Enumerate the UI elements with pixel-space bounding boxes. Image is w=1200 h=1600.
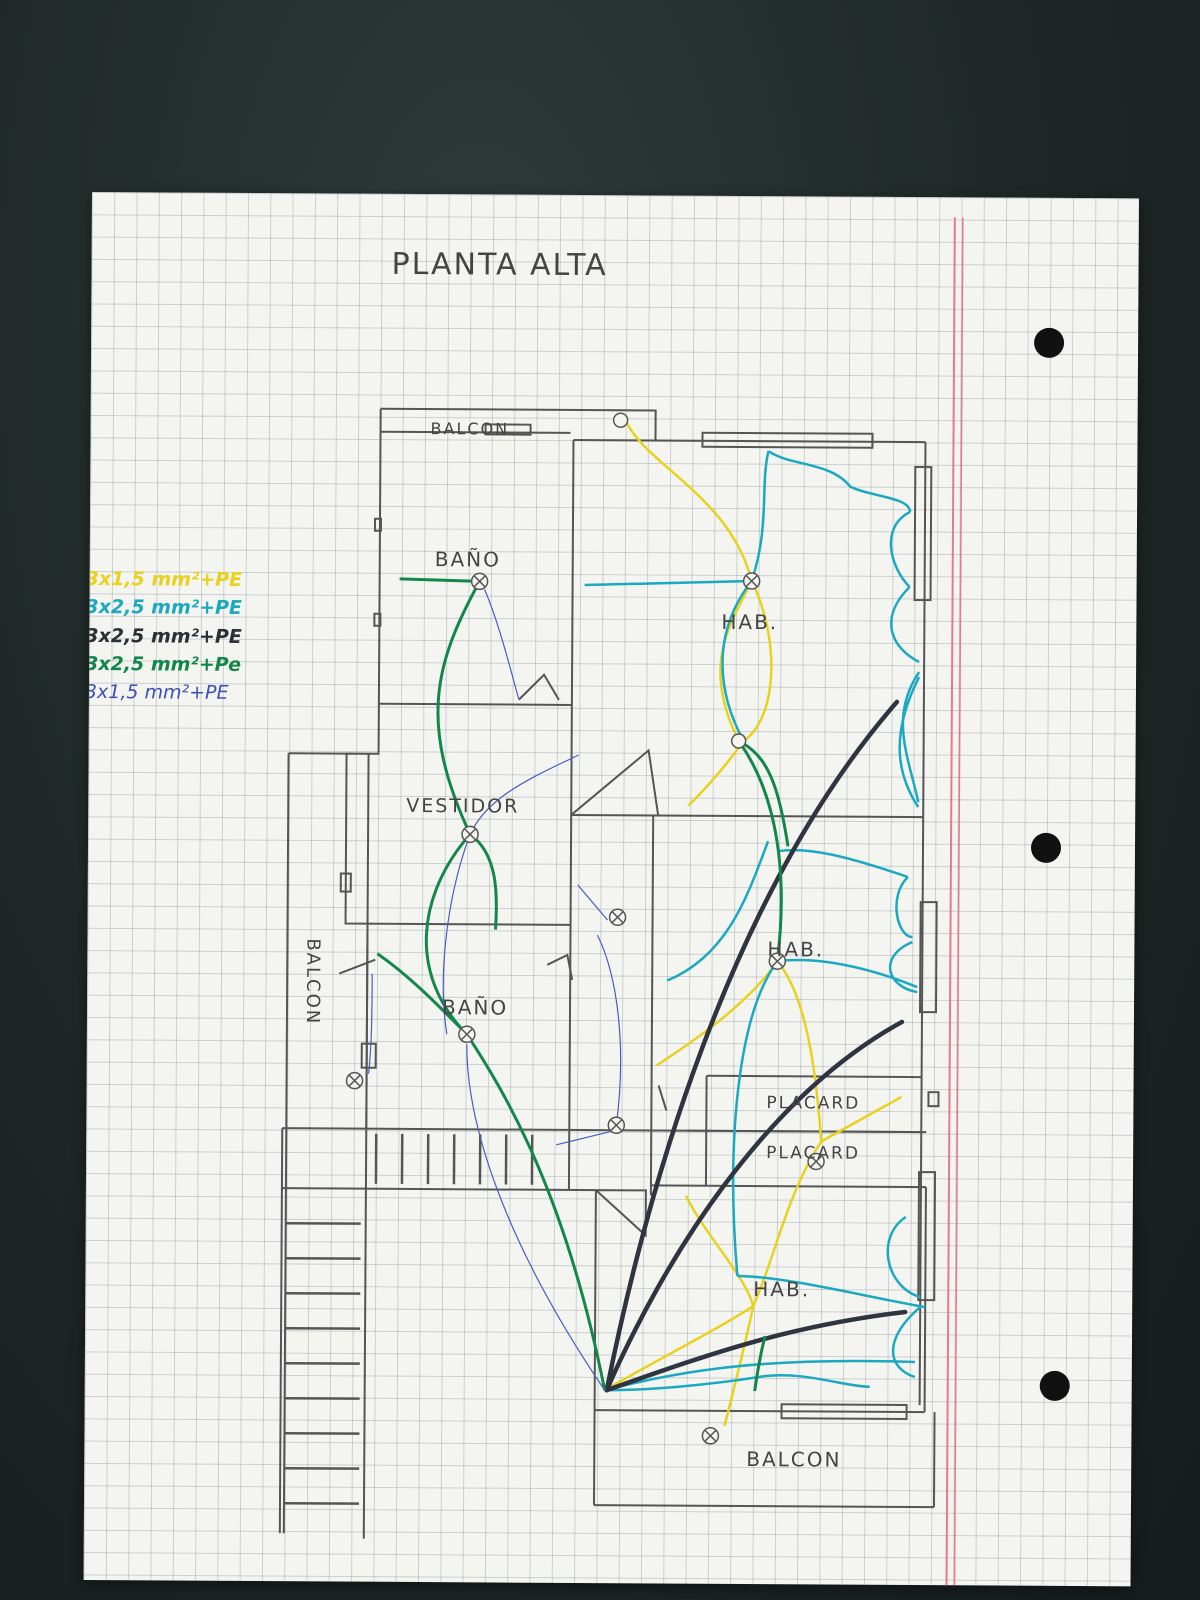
walls <box>278 407 940 1539</box>
circle-cross-icon <box>470 572 489 591</box>
room-label-vestidor: VESTIDOR <box>406 795 519 818</box>
wiring-green <box>376 577 790 1392</box>
hole-icon <box>1034 327 1065 358</box>
circle-cross-icon <box>461 825 479 844</box>
room-label-balcon-bottom: BALCON <box>746 1447 841 1472</box>
hole-icon <box>1039 1370 1070 1401</box>
circle-cross-icon <box>607 1116 626 1134</box>
circle-cross-icon <box>612 412 629 428</box>
wire-legend: 3x1,5 mm²+PE 3x2,5 mm²+PE 3x2,5 mm²+PE 3… <box>85 568 242 704</box>
room-label-hab-3: HAB. <box>753 1277 810 1301</box>
margin-line <box>953 217 964 1586</box>
room-label-balcon-top: BALCON <box>431 419 510 438</box>
room-label-balcon-left: BALCON <box>302 938 324 1025</box>
legend-entry: 3x2,5 mm²+PE <box>85 596 242 619</box>
circle-cross-icon <box>742 572 761 590</box>
light-points <box>345 412 825 1445</box>
room-label-bano-mid: BAÑO <box>442 995 508 1019</box>
legend-entry: 3x2,5 mm²+Pe <box>85 653 241 676</box>
margin-line <box>945 217 956 1586</box>
room-label-bano-top: BAÑO <box>435 547 501 571</box>
circle-cross-icon <box>807 1152 825 1171</box>
legend-entry: 3x2,5 mm²+PE <box>85 625 242 648</box>
room-label-hab-1: HAB. <box>721 610 778 634</box>
room-label-placard-2: PLACARD <box>766 1143 860 1164</box>
circle-cross-icon <box>730 733 747 749</box>
wiring-dark <box>604 699 908 1393</box>
room-label-hab-2: HAB. <box>767 937 824 961</box>
page-title: PLANTA ALTA <box>391 247 607 283</box>
wiring-blue <box>368 589 622 1391</box>
graph-paper-sheet: PLANTA ALTA <box>83 192 1139 1587</box>
circle-cross-icon <box>701 1427 720 1445</box>
circle-cross-icon <box>458 1025 476 1044</box>
legend-entry: 3x1,5 mm²+PE <box>86 568 243 591</box>
room-label-placard-1: PLACARD <box>766 1093 860 1114</box>
circle-cross-icon <box>345 1071 364 1090</box>
circle-cross-icon <box>768 952 787 970</box>
hole-icon <box>1031 832 1062 863</box>
legend-entry: 3x1,5 mm²+PE <box>85 681 229 704</box>
floor-plan-drawing: PLANTA ALTA <box>85 217 1070 1586</box>
circle-cross-icon <box>608 908 627 926</box>
